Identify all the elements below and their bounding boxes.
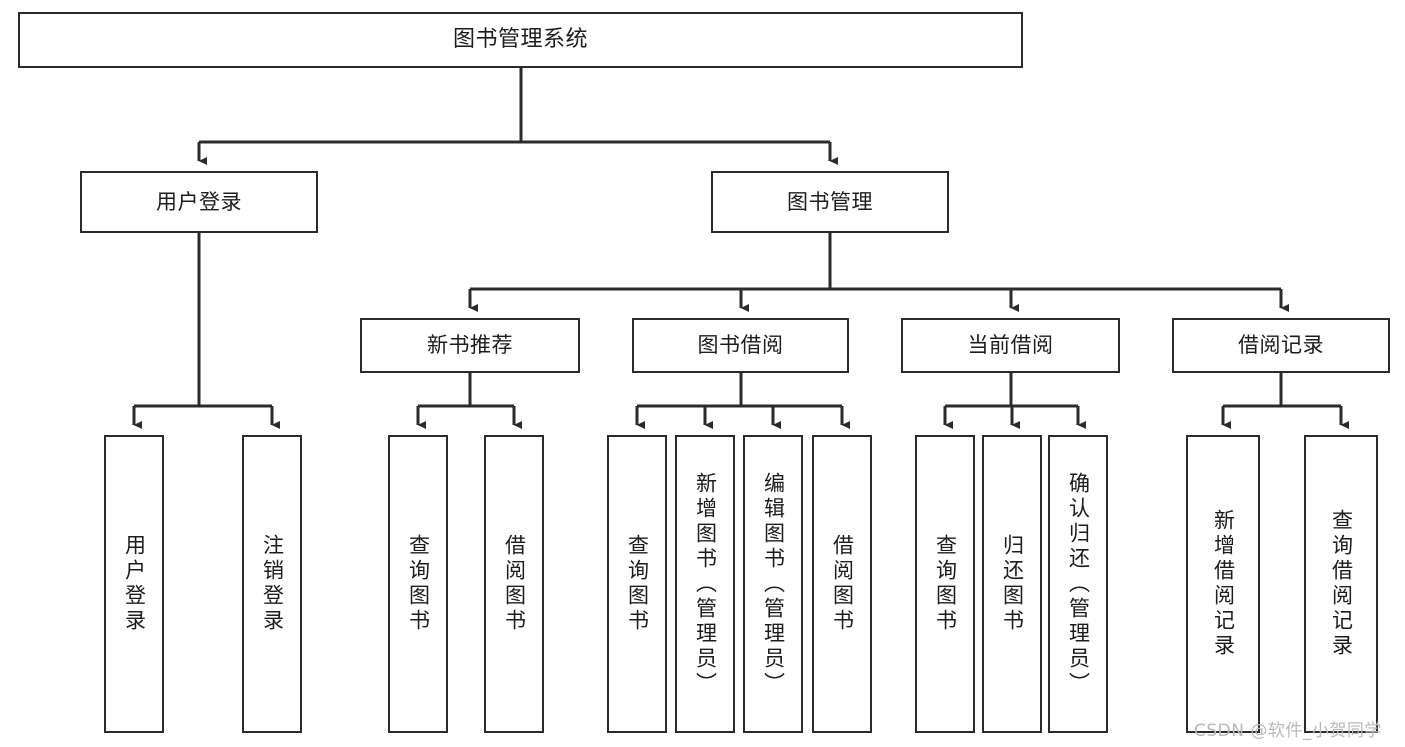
node-root[interactable]: 图书管理系统 (18, 12, 1023, 68)
node-label: 编辑图书（管理员） (761, 471, 786, 697)
node-label: 查询图书 (406, 534, 431, 634)
node-label: 图书借阅 (697, 333, 784, 358)
leaf-add-book-admin[interactable]: 新增图书（管理员） (675, 435, 735, 733)
node-label: 当前借阅 (967, 333, 1054, 358)
node-label: 查询图书 (625, 534, 650, 634)
node-label: 借阅图书 (502, 534, 527, 634)
leaf-query-book-current[interactable]: 查询图书 (915, 435, 975, 733)
leaf-user-logout[interactable]: 注销登录 (242, 435, 302, 733)
node-label: 确认归还（管理员） (1066, 471, 1091, 697)
node-label: 查询图书 (933, 534, 958, 634)
leaf-add-borrow-record[interactable]: 新增借阅记录 (1186, 435, 1260, 733)
node-label: 用户登录 (156, 189, 242, 214)
node-label: 查询借阅记录 (1329, 509, 1354, 659)
node-label: 新书推荐 (427, 333, 513, 358)
node-label: 归还图书 (1000, 534, 1025, 634)
node-user-login[interactable]: 用户登录 (80, 171, 318, 233)
leaf-edit-book-admin[interactable]: 编辑图书（管理员） (743, 435, 803, 733)
node-label: 借阅记录 (1238, 333, 1324, 358)
node-label: 图书管理 (787, 189, 873, 214)
node-book-management[interactable]: 图书管理 (711, 171, 949, 233)
leaf-confirm-return-admin[interactable]: 确认归还（管理员） (1048, 435, 1108, 733)
leaf-borrow-book[interactable]: 借阅图书 (812, 435, 872, 733)
node-label: 新增图书（管理员） (693, 471, 718, 697)
node-borrow-record[interactable]: 借阅记录 (1172, 318, 1390, 373)
leaf-return-book[interactable]: 归还图书 (982, 435, 1042, 733)
watermark-text: CSDN @软件_小贺同学 (1194, 721, 1382, 741)
node-label: 新增借阅记录 (1211, 509, 1236, 659)
leaf-query-book-recommend[interactable]: 查询图书 (388, 435, 448, 733)
node-current-borrow[interactable]: 当前借阅 (901, 318, 1120, 373)
node-label: 图书管理系统 (452, 27, 588, 53)
node-label: 借阅图书 (830, 534, 855, 634)
node-label: 用户登录 (122, 534, 147, 634)
node-book-borrow[interactable]: 图书借阅 (632, 318, 849, 373)
leaf-user-login[interactable]: 用户登录 (104, 435, 164, 733)
leaf-borrow-book-recommend[interactable]: 借阅图书 (484, 435, 544, 733)
node-label: 注销登录 (260, 534, 285, 634)
node-new-book-recommend[interactable]: 新书推荐 (360, 318, 580, 373)
leaf-query-book-borrow[interactable]: 查询图书 (607, 435, 667, 733)
leaf-query-borrow-record[interactable]: 查询借阅记录 (1304, 435, 1378, 733)
